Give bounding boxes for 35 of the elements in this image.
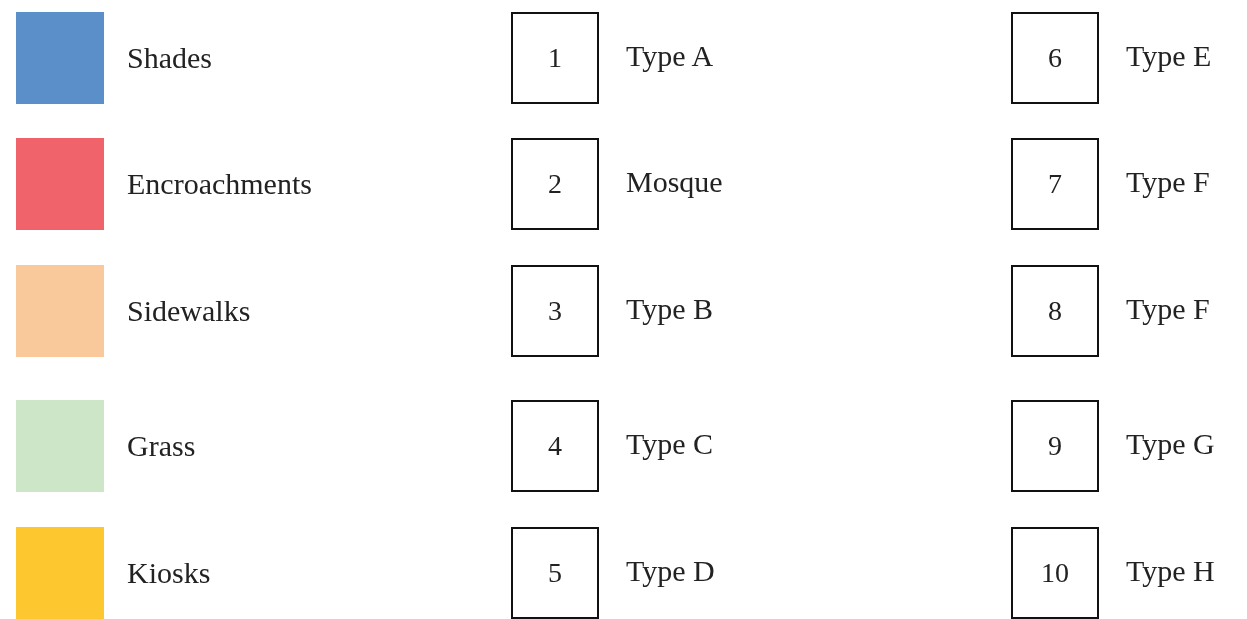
box-number: 8 [1048,295,1062,327]
box-number: 3 [548,295,562,327]
type-label: Type F [1126,291,1210,327]
box-number: 1 [548,42,562,74]
box-number: 7 [1048,168,1062,200]
box-number: 10 [1041,557,1069,589]
number-box [511,12,599,104]
legend-label: Sidewalks [127,293,251,329]
box-number: 5 [548,557,562,589]
box-number: 9 [1048,430,1062,462]
type-label: Type F [1126,164,1210,200]
type-label: Mosque [626,164,723,200]
type-label: Type H [1126,553,1215,589]
box-number: 6 [1048,42,1062,74]
number-box [511,265,599,357]
legend-label: Shades [127,40,212,76]
legend-label: Kiosks [127,555,211,591]
type-label: Type C [626,426,714,462]
legend-label: Encroachments [127,166,312,202]
box-number: 4 [548,430,562,462]
type-label: Type A [626,38,714,74]
type-label: Type D [626,553,715,589]
number-box [1011,138,1099,230]
legend-label: Grass [127,428,196,464]
type-label: Type G [1126,426,1215,462]
number-box [1011,12,1099,104]
type-label: Type B [626,291,714,327]
number-box [1011,527,1099,619]
number-box [511,400,599,492]
number-box [511,138,599,230]
type-label: Type E [1126,38,1212,74]
number-box [511,527,599,619]
box-number: 2 [548,168,562,200]
number-box [1011,400,1099,492]
number-box [1011,265,1099,357]
